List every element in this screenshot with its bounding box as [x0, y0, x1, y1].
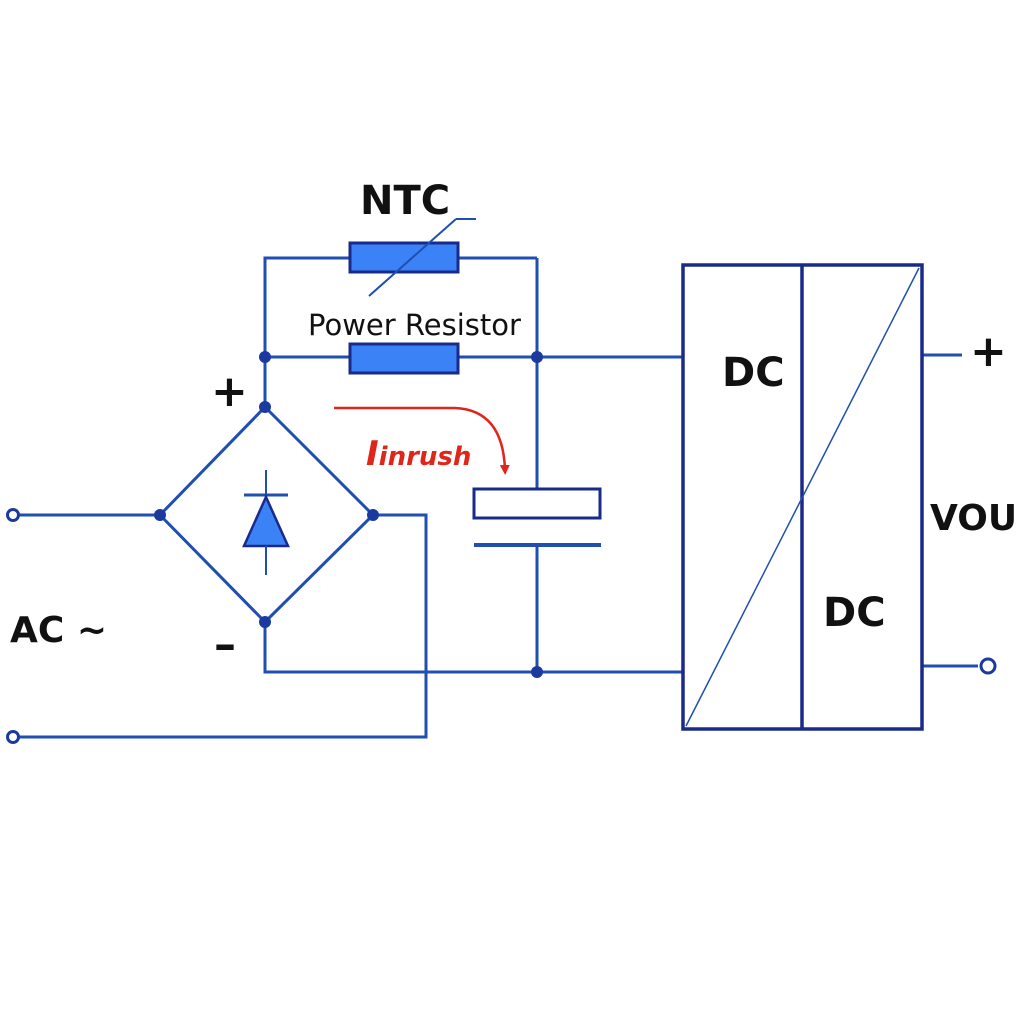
ntc-resistor-body [348, 241, 460, 274]
node-bridge-top [259, 401, 271, 413]
vout-label: VOU [930, 498, 1017, 539]
node-bridge-bottom [259, 616, 271, 628]
ac-label: AC ~ [10, 610, 107, 651]
dc-output-label: DC [823, 590, 886, 636]
junction-nodes [154, 351, 543, 678]
wire-negative-rail [263, 622, 683, 674]
ac-terminal-top [6, 508, 20, 522]
output-plus-label: + [970, 326, 1007, 377]
bridge-rectifier [157, 404, 376, 625]
ntc-diagonal-icon [368, 218, 457, 297]
diode-triangle-icon [242, 493, 290, 548]
node-cap-bottom [531, 666, 543, 678]
dcdc-converter [681, 263, 924, 731]
node-bridge-right [367, 509, 379, 521]
wire-ac-bottom [13, 513, 428, 739]
bridge-minus-label: – [214, 619, 236, 670]
inrush-label-main: I [366, 434, 379, 474]
inrush-label-sub: inrush [379, 442, 472, 472]
capacitor [472, 487, 602, 547]
power-resistor-label: Power Resistor [308, 308, 521, 342]
capacitor-top-plate [472, 487, 602, 520]
bridge-plus-label: + [211, 366, 248, 417]
output-terminal-minus [979, 657, 997, 675]
node-resistor-right [531, 351, 543, 363]
converter-diagonal [685, 267, 920, 727]
dc-input-label: DC [722, 350, 785, 396]
ac-terminal-bottom [6, 730, 20, 744]
node-bridge-left [154, 509, 166, 521]
power-resistor-body [348, 342, 460, 375]
inrush-arrow-icon [334, 406, 510, 475]
wires [13, 256, 978, 739]
ntc-label: NTC [360, 178, 450, 224]
ntc-thermistor [348, 218, 476, 297]
inrush-label: Iinrush [366, 434, 471, 474]
node-resistor-left [259, 351, 271, 363]
terminals [6, 508, 997, 744]
